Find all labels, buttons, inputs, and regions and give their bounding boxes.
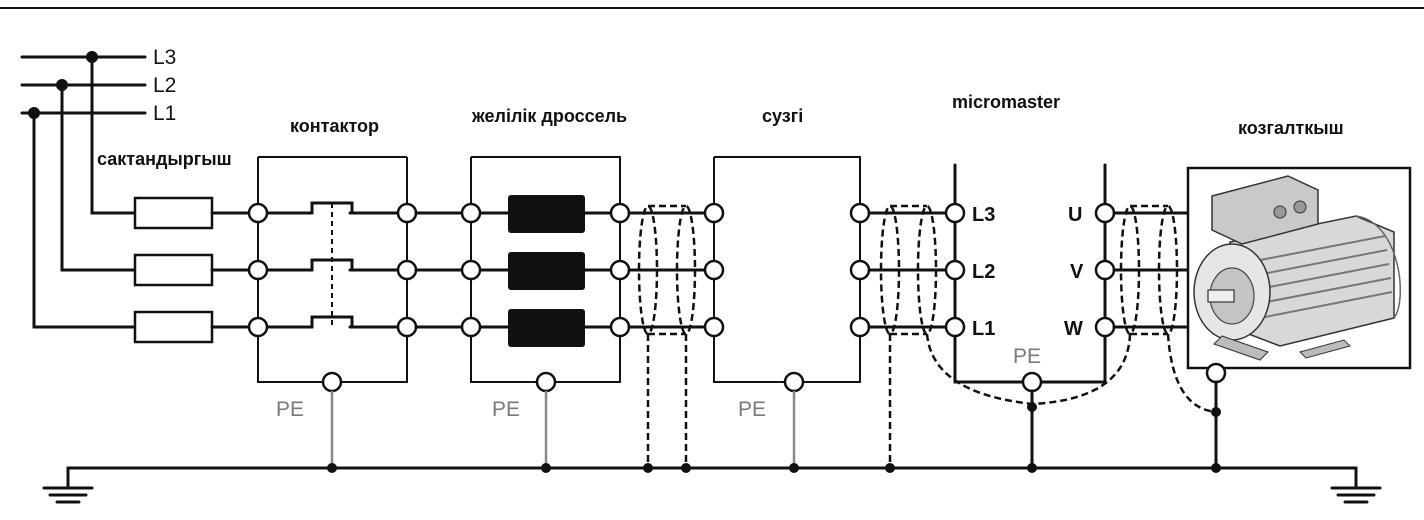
motor-label: козгалткыш [1238, 118, 1344, 138]
fuse-3 [133, 310, 214, 344]
shielded-cable-3 [1031, 204, 1217, 414]
pe-label-filter: PE [738, 398, 766, 421]
inverter-output-w: W [1064, 318, 1083, 340]
electric-motor-icon [1193, 175, 1402, 361]
inverter-input-l3: L3 [972, 204, 995, 226]
filter [703, 156, 871, 468]
line-label-l2: L2 [153, 74, 176, 97]
pe-label-choke: PE [492, 398, 520, 421]
inverter-label: micromaster [952, 92, 1060, 112]
pe-label-contactor: PE [276, 398, 304, 421]
pe-label-inverter: PE [1013, 345, 1041, 368]
ground-icon [1330, 466, 1382, 504]
choke-coil-2 [508, 252, 585, 290]
line-choke [460, 156, 631, 468]
supply-lines: L3 L2 L1 [20, 46, 176, 329]
inverter-input-l1: L1 [972, 318, 995, 340]
shielded-cable-1 [627, 204, 707, 468]
motor [1186, 166, 1412, 470]
ground-icon [42, 466, 94, 504]
ground-bus [66, 463, 1358, 473]
filter-label: сузгі [762, 106, 803, 126]
fuses [133, 196, 252, 344]
contactor-label: контактор [290, 116, 379, 136]
shielded-cable-2 [867, 204, 1033, 468]
line-label-l3: L3 [153, 46, 176, 69]
line-label-l1: L1 [153, 102, 176, 125]
choke-coil-1 [508, 195, 585, 233]
inverter-input-l2: L2 [972, 261, 995, 283]
line-choke-label: желілік дроссель [471, 106, 627, 126]
fuses-label: сактандыргыш [97, 149, 232, 169]
fuse-1 [133, 196, 214, 230]
inverter: L3 L2 L1 U V W [944, 163, 1116, 470]
inverter-output-u: U [1068, 204, 1082, 226]
contactor [247, 156, 418, 468]
inverter-output-v: V [1070, 261, 1084, 283]
fuse-2 [133, 253, 214, 287]
choke-coil-3 [508, 309, 585, 347]
